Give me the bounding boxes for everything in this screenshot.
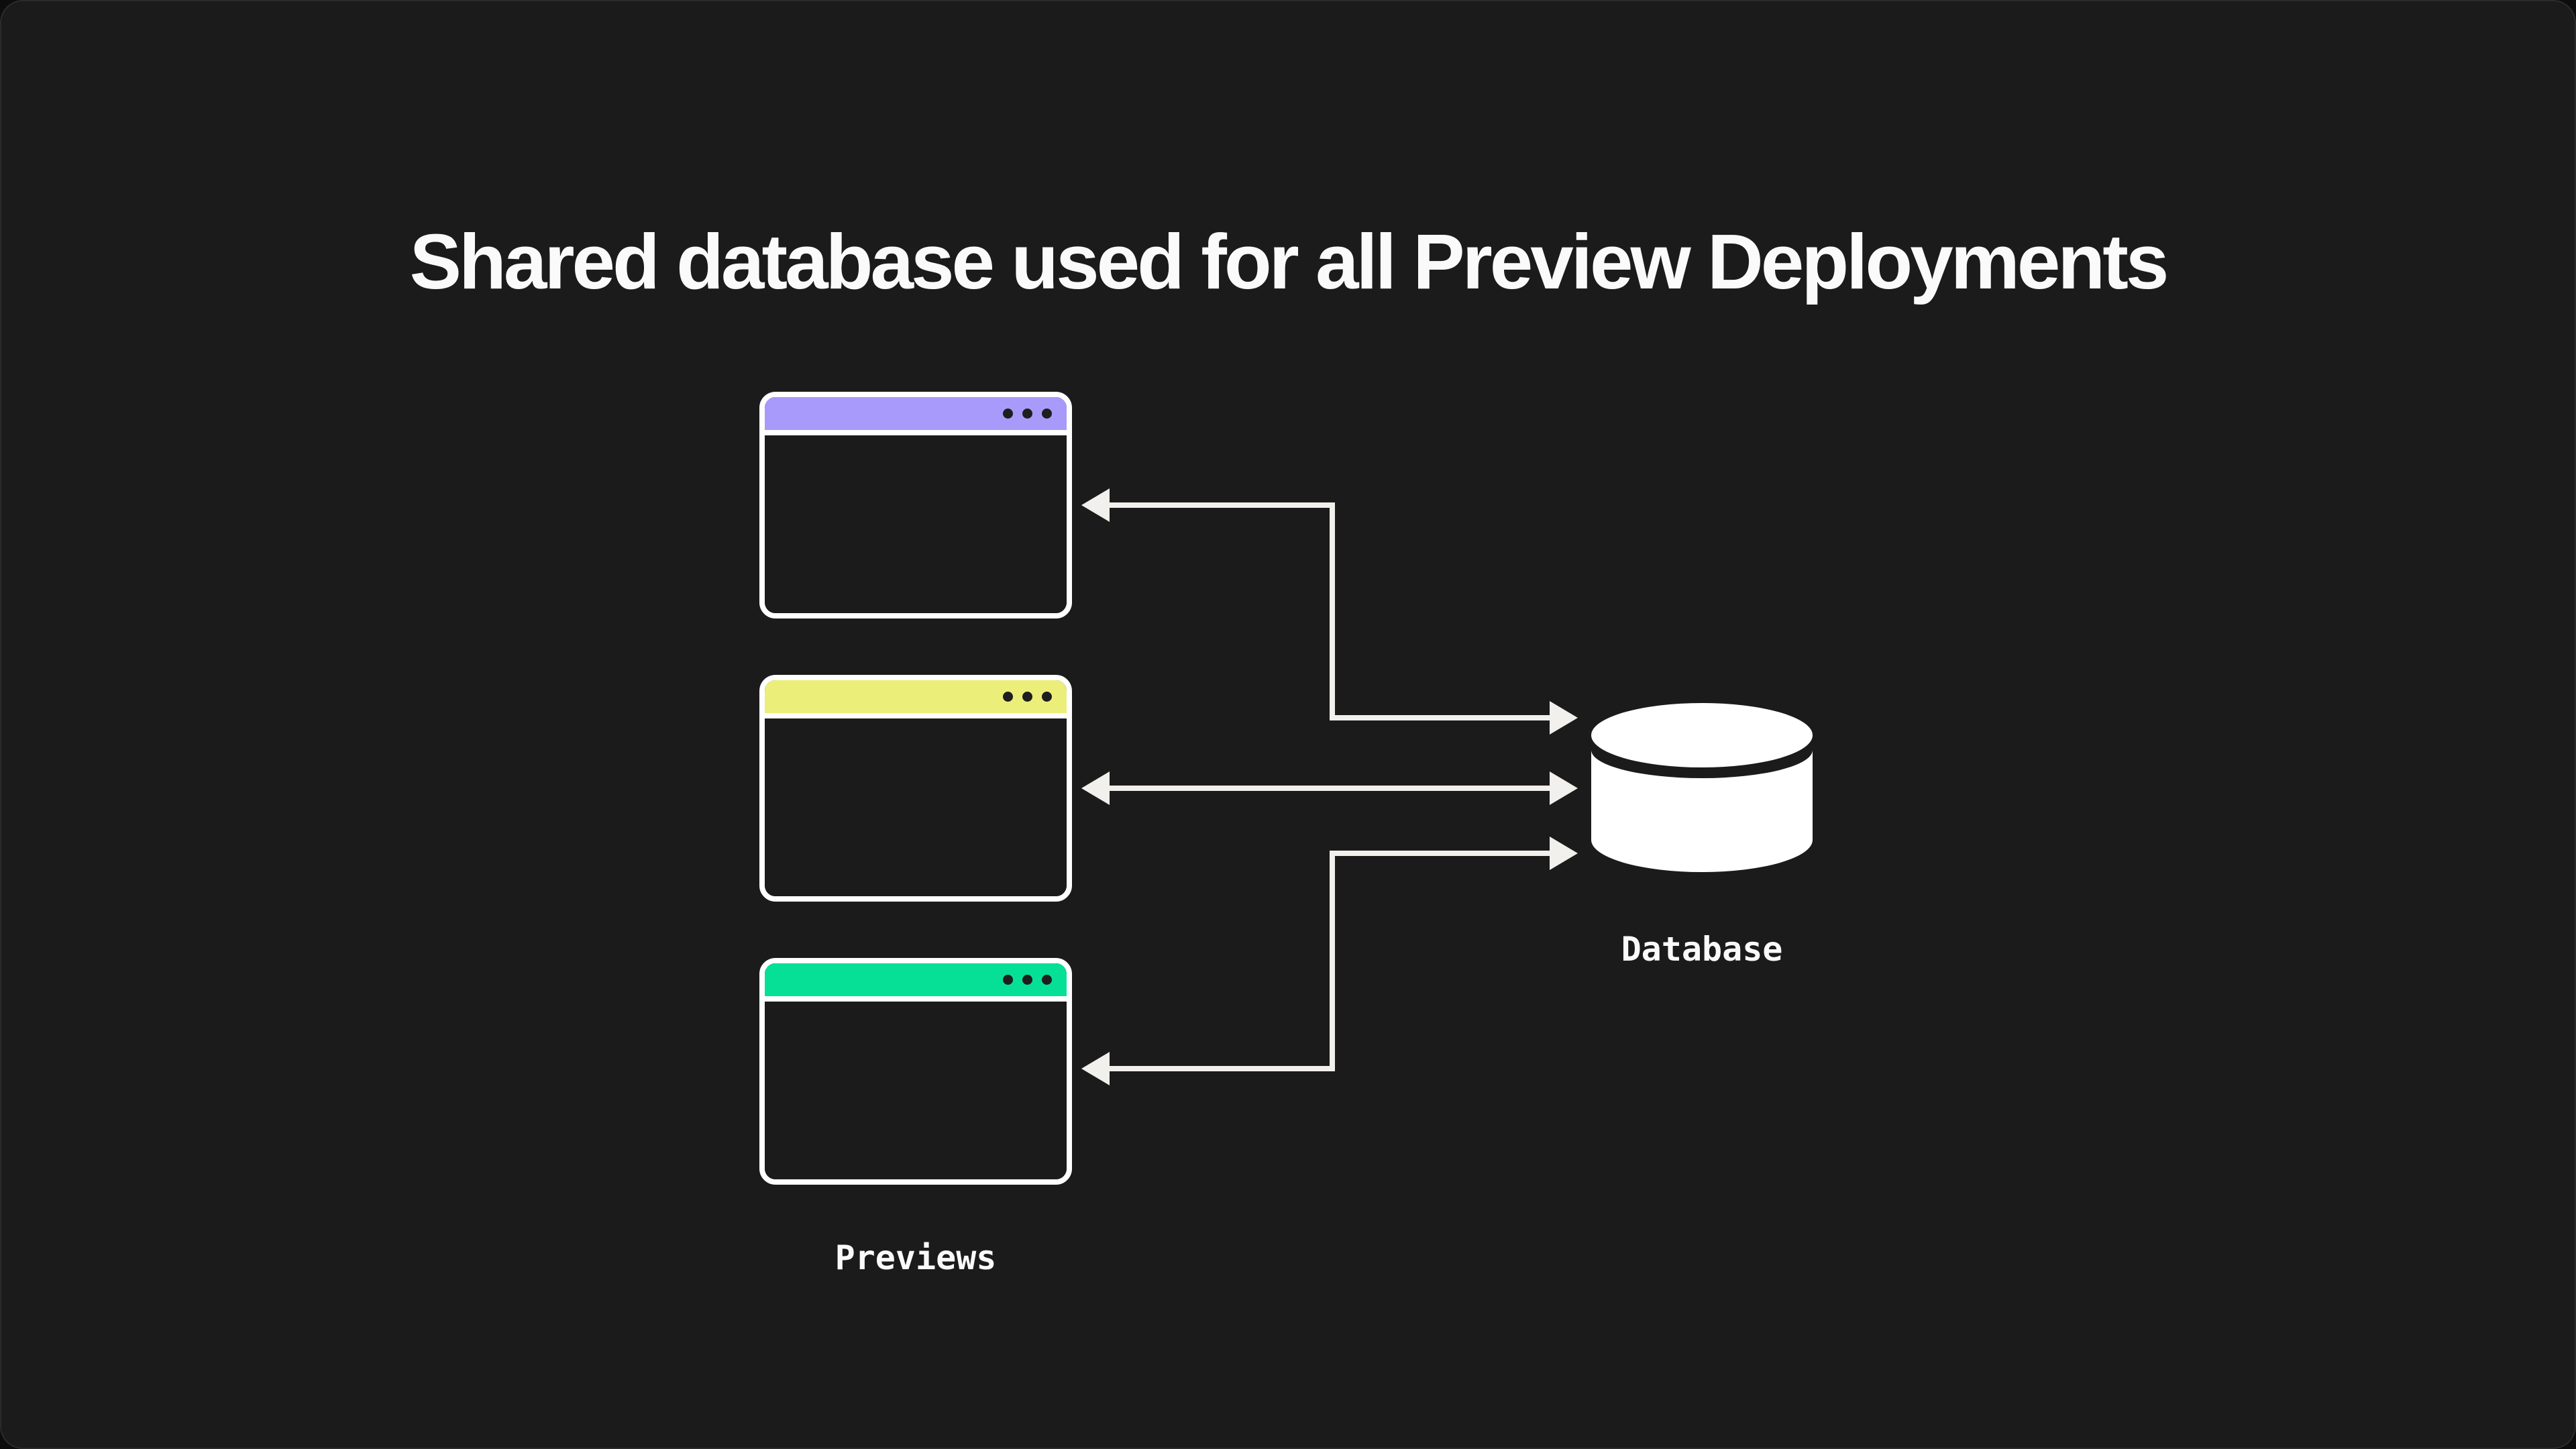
arrowhead-left-icon	[1081, 488, 1110, 522]
arrowhead-right-icon	[1550, 771, 1578, 805]
window-dot-icon	[1022, 409, 1032, 419]
arrowhead-right-icon	[1550, 837, 1578, 870]
preview-window-1	[759, 392, 1072, 619]
window-dot-icon	[1003, 409, 1013, 419]
window-dot-icon	[1003, 692, 1013, 702]
page-title: Shared database used for all Preview Dep…	[409, 217, 2169, 305]
preview-window-2-titlebar	[765, 680, 1067, 718]
arrowhead-left-icon	[1081, 771, 1110, 805]
database-cylinder-icon	[1591, 703, 1813, 872]
previews-label: Previews	[835, 1238, 997, 1277]
arrowhead-right-icon	[1550, 701, 1578, 735]
connection-preview-1-database	[1081, 488, 1578, 735]
preview-window-3-body	[765, 1002, 1067, 1179]
window-dot-icon	[1042, 975, 1052, 985]
window-dot-icon	[1003, 975, 1013, 985]
preview-window-1-titlebar	[765, 397, 1067, 435]
connection-preview-2-database	[1081, 771, 1578, 805]
preview-window-2-body	[765, 718, 1067, 896]
preview-window-3	[759, 958, 1072, 1185]
preview-window-1-body	[765, 435, 1067, 613]
window-dot-icon	[1022, 692, 1032, 702]
arrowhead-left-icon	[1081, 1052, 1110, 1085]
preview-window-2	[759, 675, 1072, 902]
connection-preview-3-database	[1081, 837, 1578, 1085]
preview-window-3-titlebar	[765, 963, 1067, 1002]
window-dot-icon	[1042, 692, 1052, 702]
window-dot-icon	[1042, 409, 1052, 419]
database-label: Database	[1621, 930, 1783, 969]
window-dot-icon	[1022, 975, 1032, 985]
